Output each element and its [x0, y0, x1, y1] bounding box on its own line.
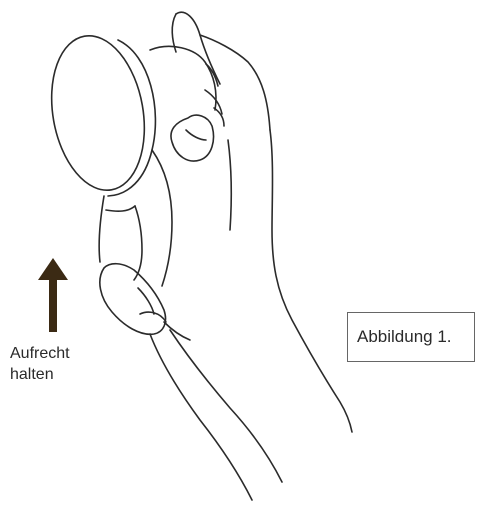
device-stem — [99, 196, 104, 262]
arrow-up-icon — [38, 258, 68, 332]
curled-finger — [100, 264, 166, 335]
device-disc — [40, 28, 156, 197]
upright-instruction-label: Aufrecht halten — [10, 343, 70, 385]
figure-caption-box: Abbildung 1. — [347, 312, 475, 362]
wrist-line-right — [170, 330, 282, 482]
figure-caption: Abbildung 1. — [357, 327, 452, 347]
palm-outline — [270, 130, 352, 432]
wrist-line-left — [150, 334, 252, 500]
index-finger — [150, 46, 216, 110]
thumb — [171, 115, 214, 161]
